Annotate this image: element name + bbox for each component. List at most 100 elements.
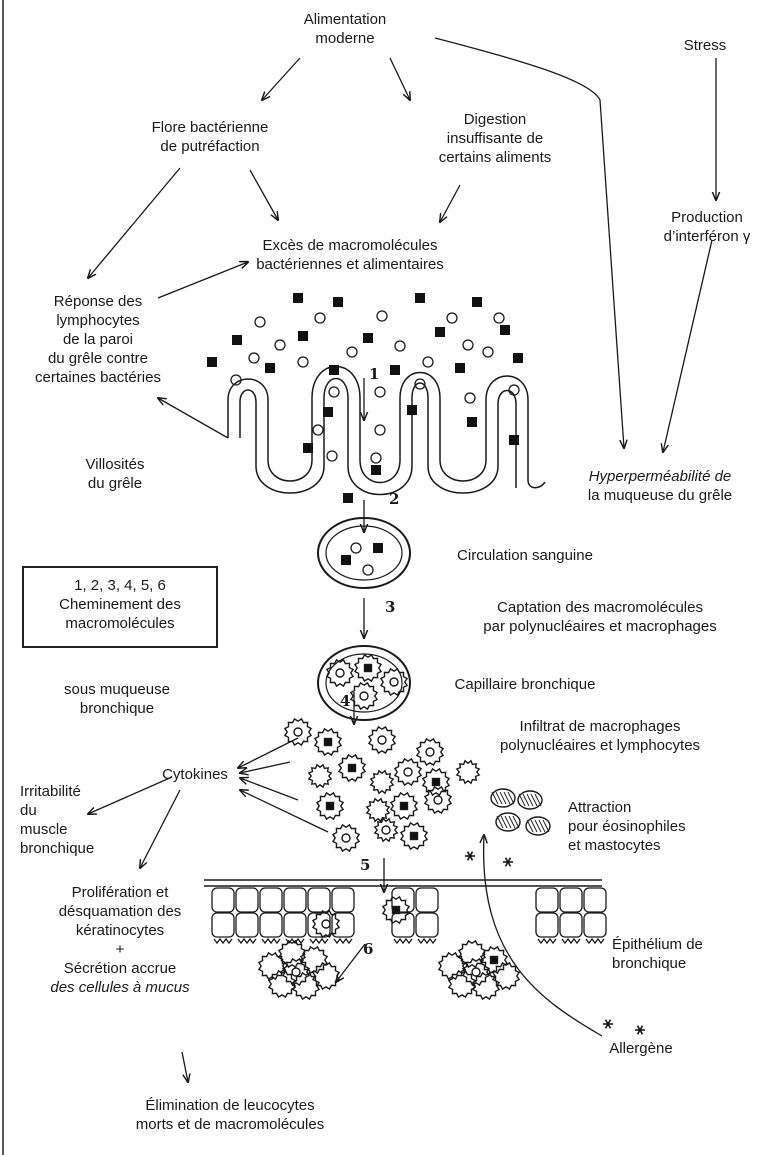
macromolecule-square-14: [207, 357, 217, 367]
macromolecule-circle-18: [375, 387, 385, 397]
immune-cell-12: [371, 771, 393, 793]
arrow-10: [158, 398, 228, 438]
immune-cell-10-nucleus: [404, 768, 412, 776]
arrow-22: [336, 944, 365, 982]
label-exces: Excès de macromoléculesbactériennes et a…: [250, 236, 450, 274]
step-number-4: 4: [340, 692, 350, 710]
immune-cell-8: [417, 739, 443, 765]
immune-cell-4-nucleus: [360, 692, 368, 700]
macromolecule-square-4: [472, 297, 482, 307]
epithelial-cilia: [586, 939, 604, 943]
macromolecule-square-5: [232, 335, 242, 345]
immune-cell-4: [351, 683, 377, 709]
epithelial-cell-lower: [260, 913, 282, 937]
macromolecule-square-17: [407, 405, 417, 415]
macromolecule-circle-5: [494, 313, 504, 323]
epithelial-cell-upper: [536, 888, 558, 912]
gland-cell-1-3: [301, 947, 327, 973]
gland-cell-2-7-nucleus: [472, 968, 480, 976]
epithelial-cell-lower: [560, 913, 582, 937]
epithelial-cell-lower: [284, 913, 306, 937]
macromolecule-square-15: [513, 353, 523, 363]
macromolecule-square-8: [435, 327, 445, 337]
immune-cell-21: [375, 819, 397, 841]
macromolecule-square-2: [333, 297, 343, 307]
epithelial-cilia: [334, 939, 352, 943]
macromolecule-particles: [207, 293, 523, 575]
arrow-18: [240, 790, 328, 832]
step-number-3: 3: [385, 598, 395, 616]
macromolecule-circle-17: [329, 387, 339, 397]
macromolecule-square-9: [500, 325, 510, 335]
macromolecule-circle-19: [465, 393, 475, 403]
macromolecule-circle-4: [447, 313, 457, 323]
immune-cell-9-nucleus: [349, 765, 356, 772]
epithelial-cell-upper: [260, 888, 282, 912]
step-number-1: 1: [369, 365, 379, 383]
label-elimination: Élimination de leucocytesmorts et de mac…: [110, 1096, 350, 1134]
arrow-24: [484, 835, 602, 1036]
arrow-1: [262, 58, 300, 100]
label-hyper: Hyperperméabilité dela muqueuse du grêle: [570, 467, 750, 505]
macromolecule-circle-24: [351, 543, 361, 553]
arrow-15: [238, 738, 298, 768]
label-villosites: Villositésdu grêle: [70, 455, 160, 493]
label-stress: Stress: [670, 36, 740, 55]
epithelial-cell-upper: [212, 888, 234, 912]
immune-cell-22-nucleus: [322, 920, 330, 928]
macromolecule-circle-16: [509, 385, 519, 395]
macromolecule-square-11: [329, 365, 339, 375]
immune-cell-3-nucleus: [390, 678, 398, 686]
macromolecule-square-3: [415, 293, 425, 303]
label-digestion: Digestioninsuffisante decertains aliment…: [420, 110, 570, 167]
epithelial-cilia: [418, 939, 436, 943]
step-number-2: 2: [389, 490, 399, 508]
immune-cell-3: [381, 669, 407, 695]
label-infiltrat: Infiltrat de macrophagespolynucléaires e…: [460, 717, 740, 755]
label-proliferation: Prolifération etdésquamation deskératino…: [30, 883, 210, 997]
immune-cell-13-nucleus: [433, 779, 440, 786]
epithelial-cell-lower: [416, 913, 438, 937]
arrow-5: [435, 38, 624, 448]
macromolecule-circle-25: [363, 565, 373, 575]
label-cytokines: Cytokines: [155, 765, 235, 784]
label-circulation: Circulation sanguine: [445, 546, 605, 565]
macromolecule-square-13: [455, 363, 465, 373]
label-production: Productiond’interféron γ: [655, 208, 759, 246]
label-captation: Captation des macromoléculespar polynucl…: [440, 598, 760, 636]
label-flore: Flore bactériennede putréfaction: [135, 118, 285, 156]
epithelial-cilia: [538, 939, 556, 943]
arrow-3: [250, 170, 278, 220]
macromolecule-circle-6: [275, 340, 285, 350]
macromolecule-square-1: [293, 293, 303, 303]
immune-cell-6-nucleus: [325, 739, 332, 746]
macromolecule-square-18: [467, 417, 477, 427]
arrow-17: [240, 778, 298, 800]
macromolecule-circle-8: [463, 340, 473, 350]
macromolecule-square-10: [265, 363, 275, 373]
immune-cell-19-nucleus: [342, 834, 350, 842]
macromolecule-circle-14: [347, 347, 357, 357]
immune-cell-17-nucleus: [401, 803, 408, 810]
immune-cell-10: [395, 759, 421, 785]
immune-cell-14: [457, 761, 479, 783]
epithelial-cell-upper: [416, 888, 438, 912]
arrow-8: [88, 168, 180, 278]
immune-cell-21-nucleus: [382, 826, 390, 834]
immune-cell-8-nucleus: [426, 748, 434, 756]
label-reponse: Réponse deslymphocytesde la paroidu grêl…: [18, 292, 178, 387]
label-sous: sous muqueusebronchique: [52, 680, 182, 718]
epithelial-cilia: [214, 939, 232, 943]
macromolecule-circle-11: [423, 357, 433, 367]
epithelial-cilia: [262, 939, 280, 943]
immune-cell-7: [369, 727, 395, 753]
macromolecule-square-12: [390, 365, 400, 375]
macromolecule-square-19: [303, 443, 313, 453]
macromolecule-circle-21: [375, 425, 385, 435]
macromolecule-circle-22: [371, 453, 381, 463]
bronchial-epithelium: [204, 880, 606, 943]
macromolecule-circle-9: [249, 353, 259, 363]
